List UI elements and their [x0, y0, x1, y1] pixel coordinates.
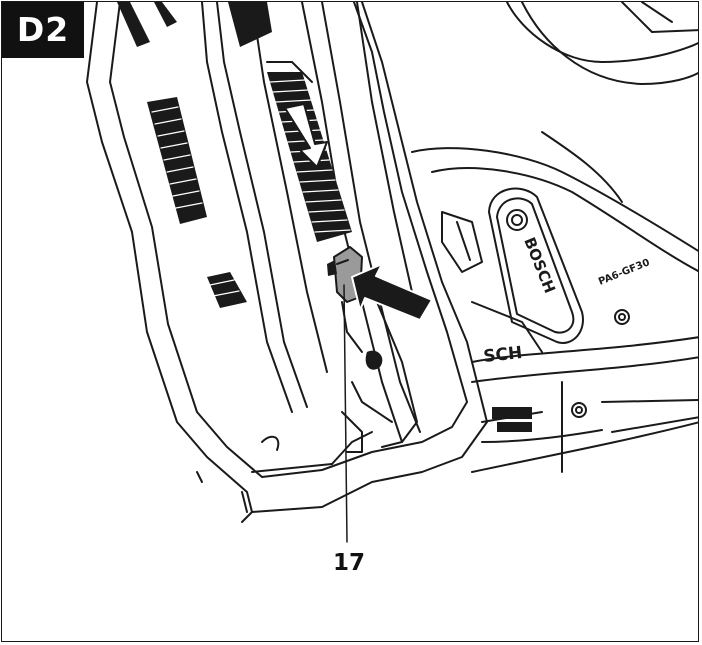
slide-down-arrow-icon [284, 103, 328, 168]
leader-line [343, 284, 348, 543]
brand-marking: BOSCH [520, 235, 559, 296]
model-marking: PA6-GF30 [597, 257, 651, 288]
part-number-callout: 17 [332, 550, 365, 576]
brand-marking-partial: SCH [482, 343, 523, 367]
tool-body [411, 2, 698, 473]
release-latch [327, 246, 383, 370]
brand-plate [488, 187, 584, 344]
push-arrow-icon [351, 263, 433, 321]
grip-slots [117, 2, 272, 308]
figure-label: D2 [2, 2, 84, 58]
